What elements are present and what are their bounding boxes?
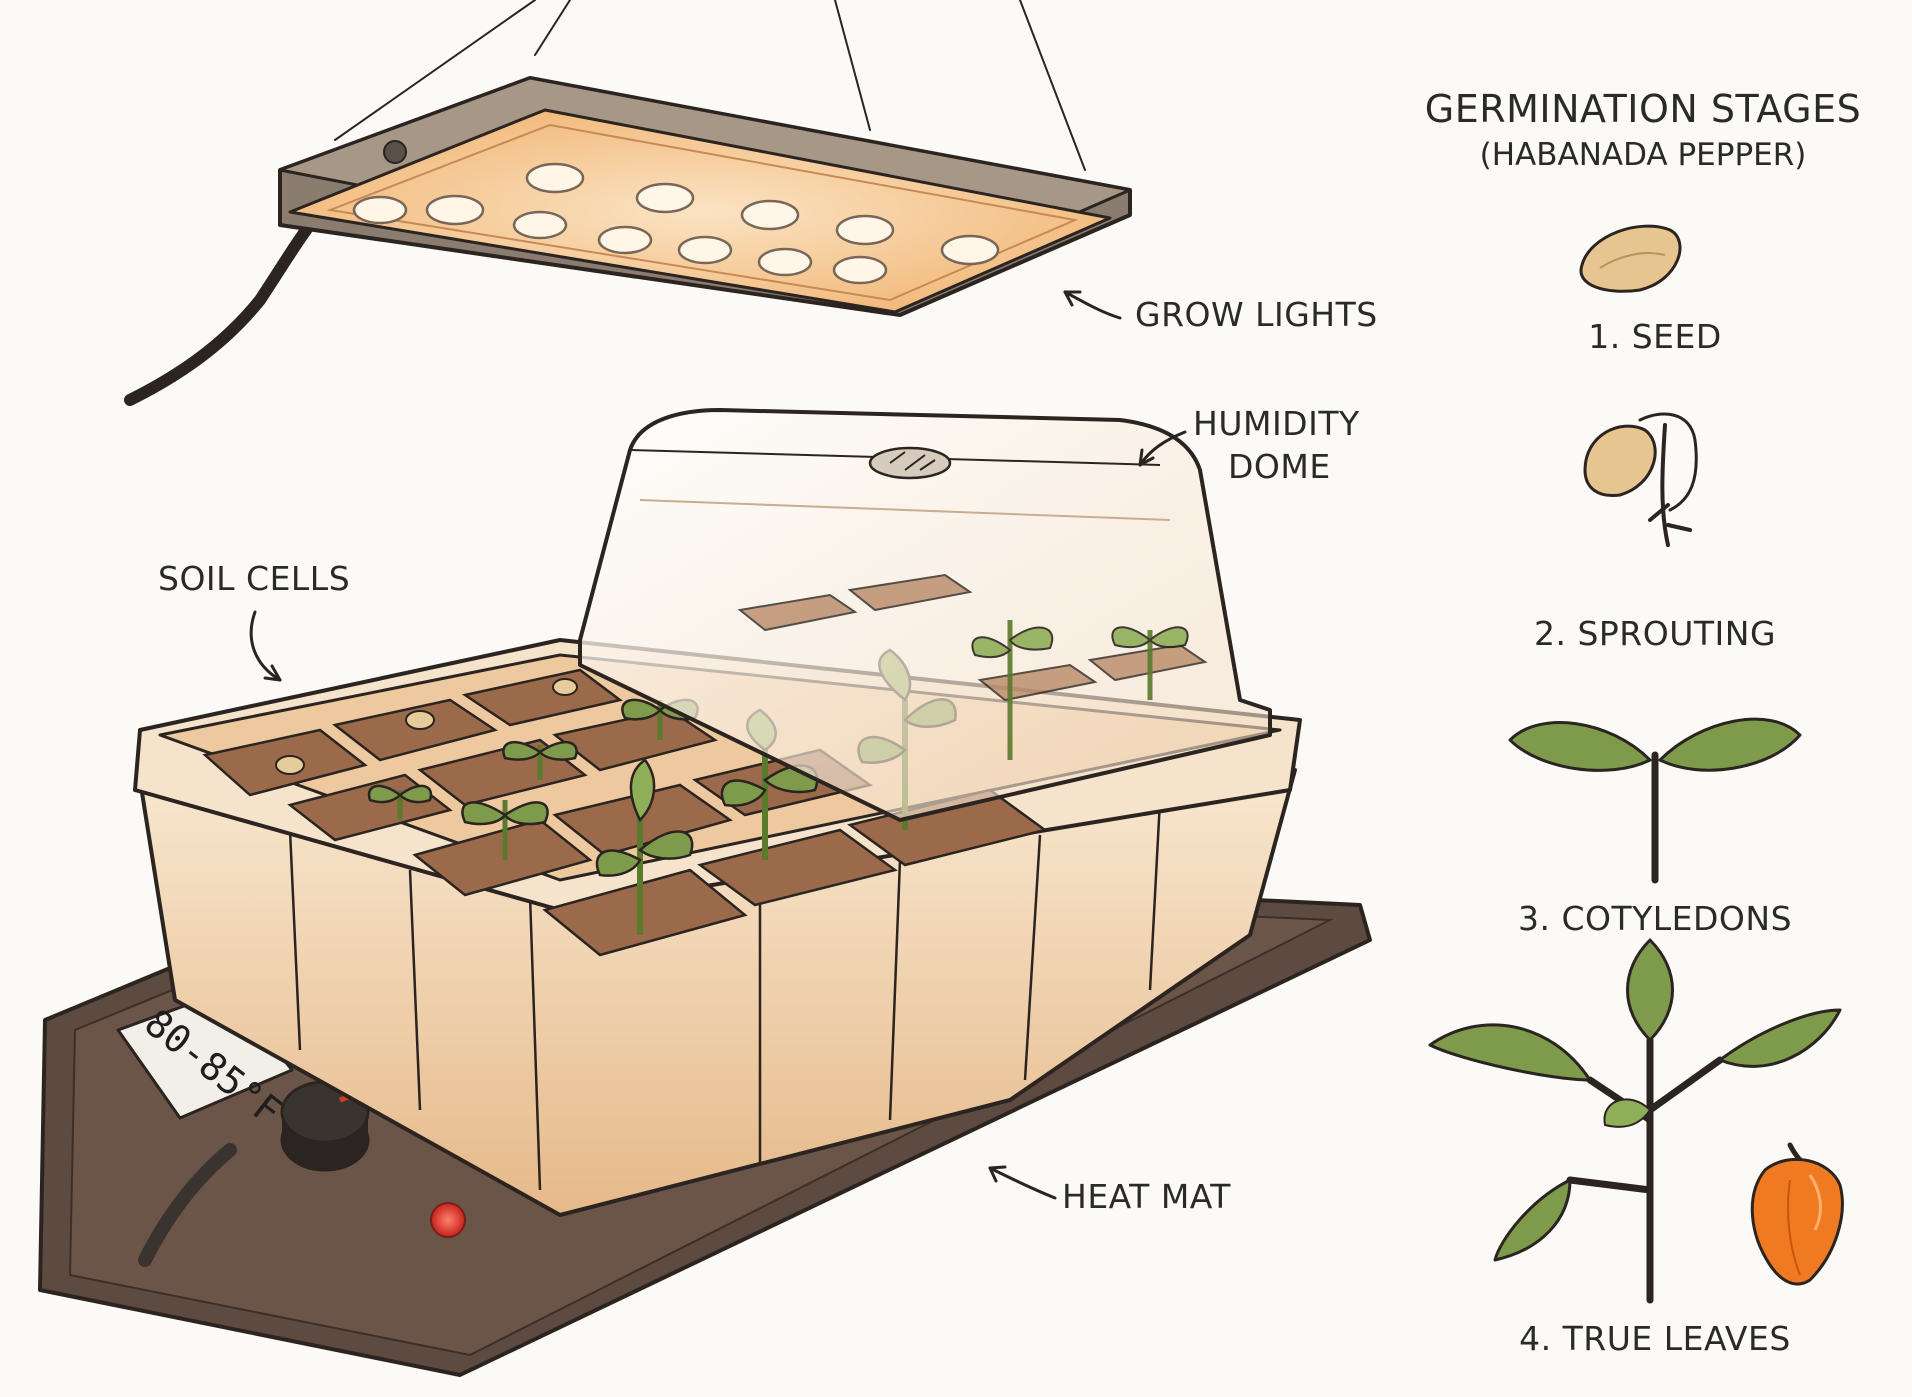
cotyledon-leaf-icon: [1510, 723, 1650, 771]
stages-title: GERMINATION STAGES: [1425, 87, 1861, 131]
soil-cells-label: SOIL CELLS: [158, 559, 350, 598]
soil-cells-callout: SOIL CELLS: [158, 559, 350, 680]
stage-1-label: 1. SEED: [1588, 317, 1722, 356]
stage-sprouting: 2. SPROUTING: [1534, 414, 1776, 653]
sprouting-seed-icon: [1650, 425, 1690, 545]
stage-3-label: 3. COTYLEDONS: [1518, 899, 1792, 938]
stage-4-label: 4. TRUE LEAVES: [1519, 1319, 1791, 1358]
power-indicator-light: [431, 1203, 465, 1237]
habanada-pepper-icon: [1752, 1145, 1842, 1284]
true-leaf-icon: [1628, 940, 1673, 1040]
germination-stages-panel: GERMINATION STAGES (HABANADA PEPPER) 1. …: [1425, 87, 1861, 1358]
true-leaf-icon: [1720, 1010, 1840, 1066]
grow-lights-label: GROW LIGHTS: [1135, 295, 1378, 334]
humidity-dome-label-line2: DOME: [1228, 447, 1331, 486]
humidity-dome-label-line1: HUMIDITY: [1193, 404, 1360, 443]
true-leaf-icon: [1604, 1099, 1650, 1127]
cotyledon-leaf-icon: [1660, 719, 1800, 770]
heat-mat-label: HEAT MAT: [1062, 1177, 1231, 1216]
stage-cotyledons: 3. COTYLEDONS: [1510, 719, 1800, 938]
stage-seed: 1. SEED: [1581, 226, 1722, 356]
true-leaf-icon: [1495, 1180, 1570, 1260]
seed-icon: [1581, 226, 1680, 291]
heat-mat-callout: HEAT MAT: [990, 1167, 1231, 1216]
stage-2-label: 2. SPROUTING: [1534, 614, 1776, 653]
grow-lights-callout: GROW LIGHTS: [1065, 292, 1378, 334]
true-leaf-icon: [1430, 1025, 1590, 1080]
stages-subtitle: (HABANADA PEPPER): [1480, 137, 1807, 173]
stage-true-leaves: 4. TRUE LEAVES: [1430, 940, 1842, 1358]
grow-light-fixture: [130, 0, 1130, 400]
